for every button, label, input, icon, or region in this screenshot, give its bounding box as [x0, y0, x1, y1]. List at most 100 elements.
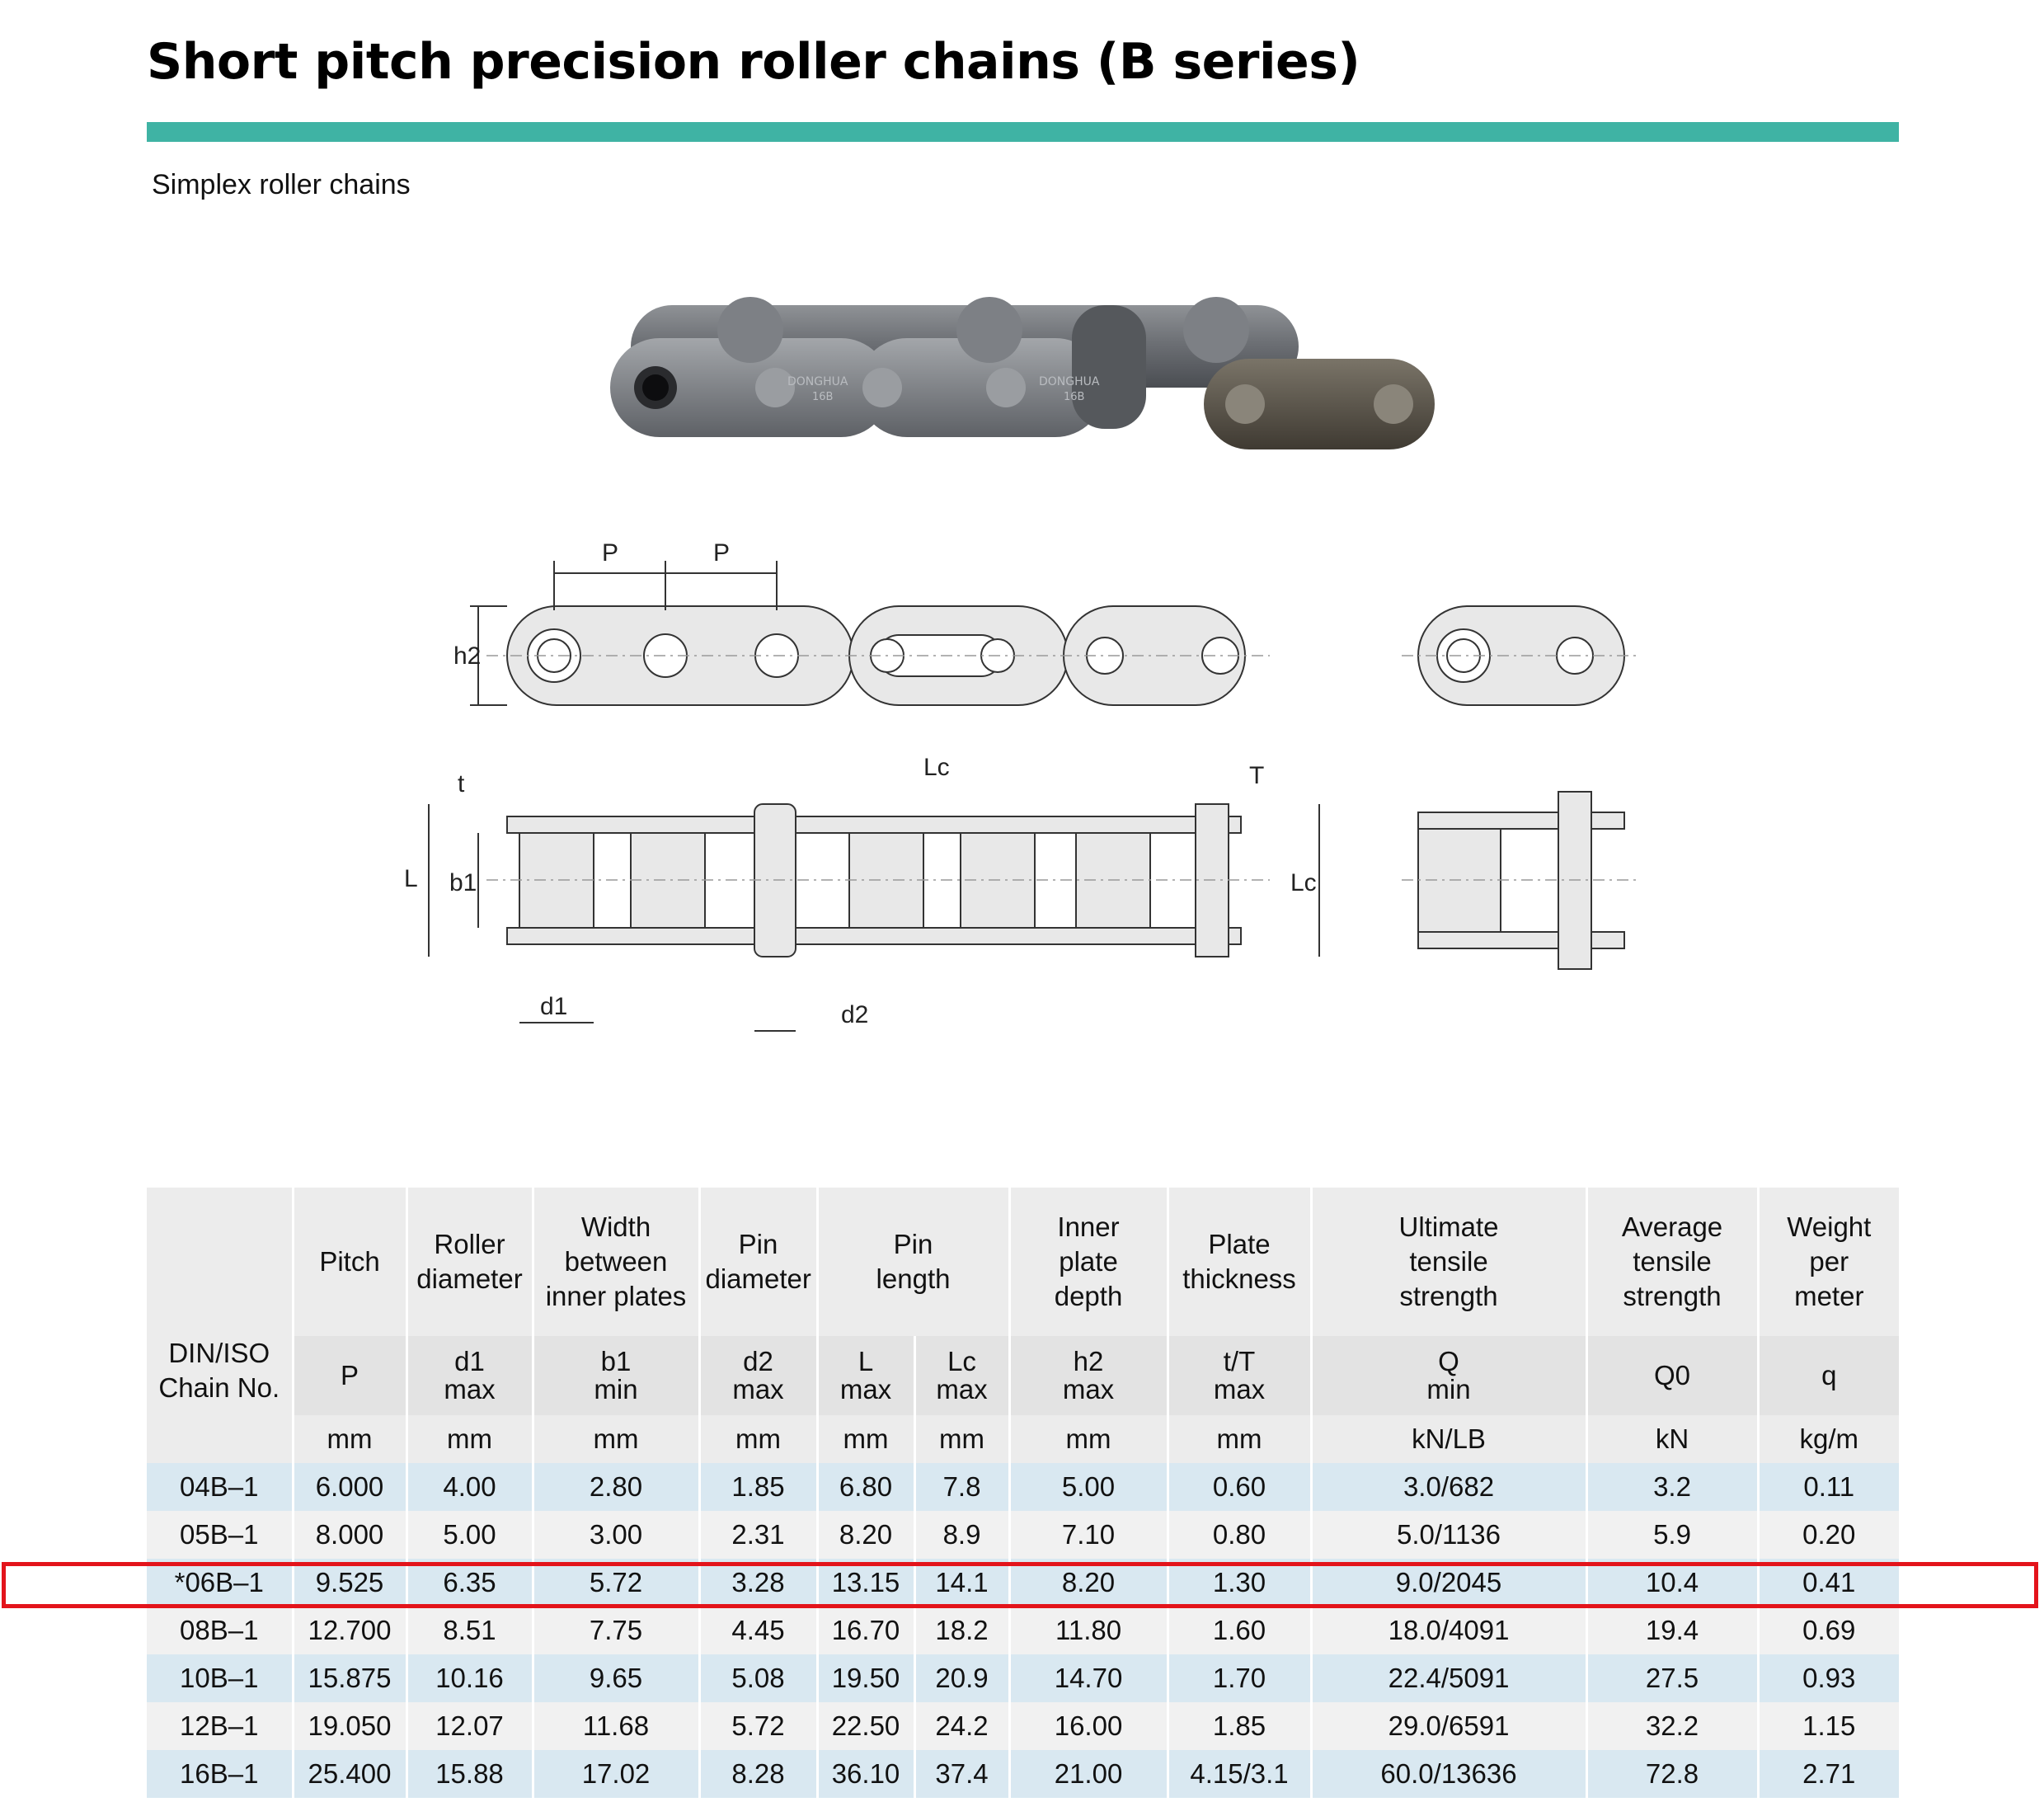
header-weight-per-meter: Weight per meter	[1756, 1188, 1900, 1336]
unit-header-4: mm	[815, 1415, 914, 1463]
chain-no-cell: 04B–1	[147, 1463, 293, 1511]
table-cell: 15.88	[405, 1750, 533, 1798]
label-pitch-1: P	[602, 539, 618, 567]
table-cell: 2.31	[698, 1511, 817, 1559]
symbol-header-0: P	[291, 1336, 406, 1415]
table-cell: 8.20	[1008, 1559, 1168, 1607]
table-cell: 19.050	[291, 1702, 406, 1750]
table-cell: 15.875	[291, 1654, 406, 1702]
symbol-header-1: d1 max	[405, 1336, 533, 1415]
table-cell: 21.00	[1008, 1750, 1168, 1798]
label-L: L	[404, 865, 418, 892]
table-cell: 3.2	[1585, 1463, 1759, 1511]
table-cell: 1.30	[1166, 1559, 1312, 1607]
table-cell: 14.70	[1008, 1654, 1168, 1702]
table-cell: 0.20	[1756, 1511, 1900, 1559]
symbol-header-10: q	[1756, 1336, 1900, 1415]
table-cell: 12.07	[405, 1702, 533, 1750]
chain-no-cell: 05B–1	[147, 1511, 293, 1559]
header-pin-length: Pin length	[815, 1188, 1010, 1336]
table-cell: 25.400	[291, 1750, 406, 1798]
header-average-tensile: Average tensile strength	[1585, 1188, 1759, 1336]
table-cell: 18.0/4091	[1309, 1607, 1587, 1654]
table-cell: 18.2	[913, 1607, 1010, 1654]
table-cell: 29.0/6591	[1309, 1702, 1587, 1750]
table-cell: 1.85	[1166, 1702, 1312, 1750]
table-cell: 8.000	[291, 1511, 406, 1559]
section-subtitle: Simplex roller chains	[152, 169, 411, 200]
table-cell: 37.4	[913, 1750, 1010, 1798]
table-cell: 16.70	[815, 1607, 914, 1654]
table-cell: 9.65	[531, 1654, 699, 1702]
table-cell: 3.28	[698, 1559, 817, 1607]
unit-header-7: mm	[1166, 1415, 1312, 1463]
table-cell: 0.80	[1166, 1511, 1312, 1559]
label-d1: d1	[540, 993, 567, 1020]
header-roller-diameter: Roller diameter	[405, 1188, 533, 1336]
table-cell: 5.72	[531, 1559, 699, 1607]
table-cell: 5.00	[405, 1511, 533, 1559]
table-cell: 4.45	[698, 1607, 817, 1654]
table-cell: 7.8	[913, 1463, 1010, 1511]
table-cell: 6.35	[405, 1559, 533, 1607]
header-chain-no: DIN/ISO Chain No.	[147, 1188, 293, 1463]
table-cell: 8.9	[913, 1511, 1010, 1559]
table-cell: 0.60	[1166, 1463, 1312, 1511]
symbol-header-2: b1 min	[531, 1336, 699, 1415]
table-cell: 4.00	[405, 1463, 533, 1511]
plate-stamp-2: 16B	[812, 391, 833, 403]
table-cell: 27.5	[1585, 1654, 1759, 1702]
unit-header-2: mm	[531, 1415, 699, 1463]
plate-stamp-3: DONGHUA	[1039, 375, 1100, 388]
table-cell: 17.02	[531, 1750, 699, 1798]
chain-no-cell: *06B–1	[147, 1559, 293, 1607]
table-cell: 4.15/3.1	[1166, 1750, 1312, 1798]
table-cell: 14.1	[913, 1559, 1010, 1607]
table-cell: 2.80	[531, 1463, 699, 1511]
symbol-header-8: Q min	[1309, 1336, 1587, 1415]
table-cell: 19.50	[815, 1654, 914, 1702]
table-cell: 36.10	[815, 1750, 914, 1798]
table-cell: 32.2	[1585, 1702, 1759, 1750]
table-cell: 5.00	[1008, 1463, 1168, 1511]
chain-no-cell: 10B–1	[147, 1654, 293, 1702]
label-b1: b1	[449, 869, 477, 896]
table-cell: 22.50	[815, 1702, 914, 1750]
label-T: T	[1249, 762, 1264, 789]
table-cell: 5.9	[1585, 1511, 1759, 1559]
unit-header-10: kg/m	[1756, 1415, 1900, 1463]
label-pitch-2: P	[713, 539, 730, 567]
table-cell: 1.60	[1166, 1607, 1312, 1654]
chain-no-cell: 12B–1	[147, 1702, 293, 1750]
table-cell: 72.8	[1585, 1750, 1759, 1798]
label-d2: d2	[841, 1001, 868, 1028]
chain-photo: DONGHUA 16B DONGHUA 16B	[610, 297, 1435, 449]
header-plate-thickness: Plate thickness	[1166, 1188, 1312, 1336]
page-title: Short pitch precision roller chains (B s…	[147, 33, 1360, 91]
unit-header-0: mm	[291, 1415, 406, 1463]
table-cell: 24.2	[913, 1702, 1010, 1750]
unit-header-5: mm	[913, 1415, 1010, 1463]
table-cell: 7.10	[1008, 1511, 1168, 1559]
unit-header-9: kN	[1585, 1415, 1759, 1463]
table-cell: 8.28	[698, 1750, 817, 1798]
chain-no-cell: 08B–1	[147, 1607, 293, 1654]
symbol-header-4: L max	[815, 1336, 914, 1415]
table-cell: 11.68	[531, 1702, 699, 1750]
symbol-header-3: d2 max	[698, 1336, 817, 1415]
header-width-inner-plates: Width between inner plates	[531, 1188, 699, 1336]
unit-header-1: mm	[405, 1415, 533, 1463]
symbol-header-7: t/T max	[1166, 1336, 1312, 1415]
table-cell: 19.4	[1585, 1607, 1759, 1654]
table-cell: 7.75	[531, 1607, 699, 1654]
header-inner-plate-depth: Inner plate depth	[1008, 1188, 1168, 1336]
table-cell: 13.15	[815, 1559, 914, 1607]
table-cell: 2.71	[1756, 1750, 1900, 1798]
table-cell: 9.525	[291, 1559, 406, 1607]
plate-stamp-4: 16B	[1064, 391, 1084, 403]
table-cell: 9.0/2045	[1309, 1559, 1587, 1607]
